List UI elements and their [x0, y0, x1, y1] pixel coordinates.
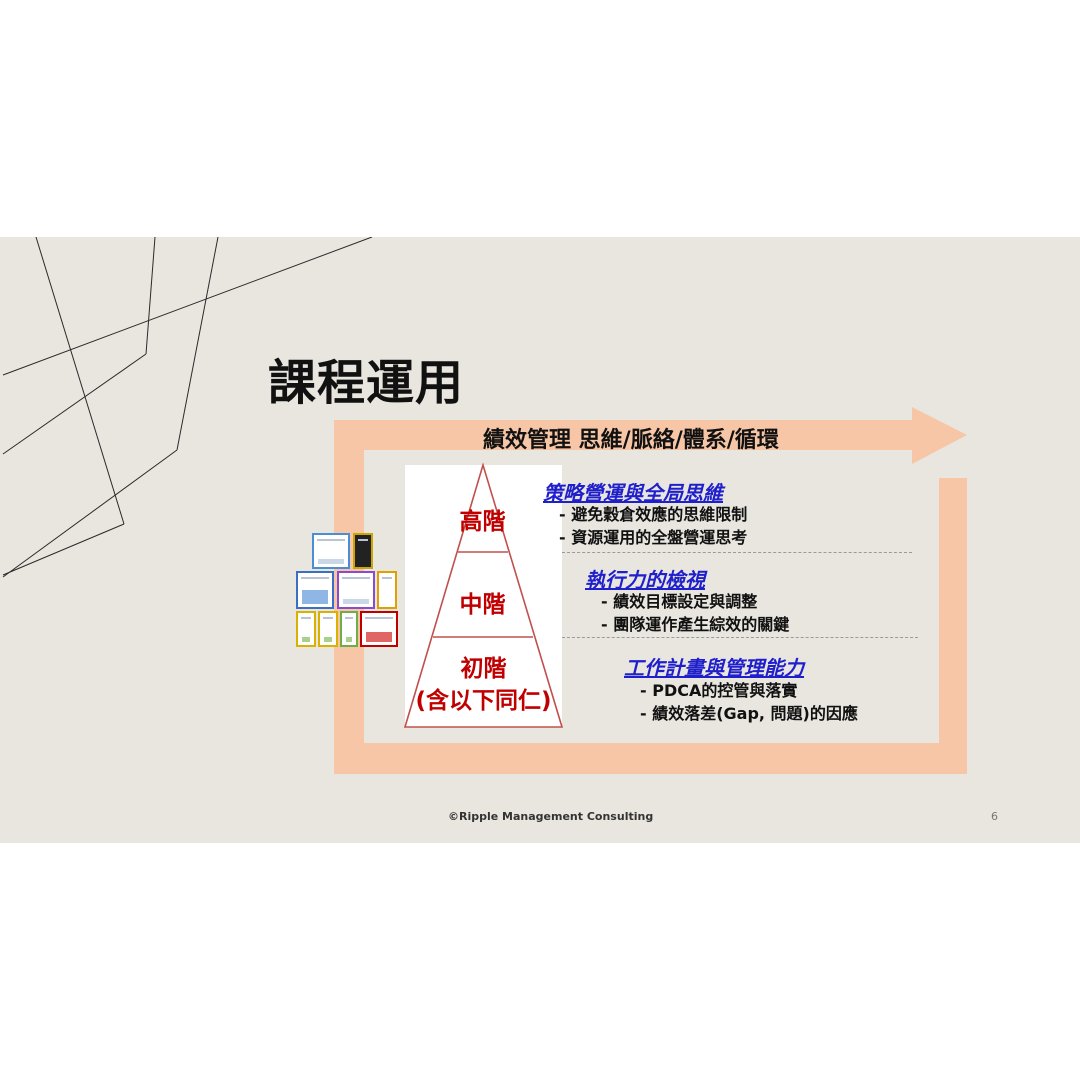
- level-mid-heading: 執行力的檢視: [585, 568, 705, 592]
- level-mid-bullet: - 績效目標設定與調整: [601, 592, 758, 611]
- level-high-bullet: - 資源運用的全盤營運思考: [559, 528, 748, 547]
- card-deck-image: [296, 533, 400, 651]
- footer-copyright: ©Ripple Management Consulting: [448, 810, 654, 823]
- level-high-label: 高階: [459, 509, 506, 535]
- decorative-lines: [2, 237, 373, 578]
- divider-mid-entry: [562, 637, 918, 638]
- level-entry-label-line1: 初階: [460, 656, 507, 682]
- slide-title: 課程運用: [268, 355, 465, 411]
- banner-text: 績效管理 思維/脈絡/體系/循環: [483, 428, 779, 453]
- level-high-bullet: - 避免穀倉效應的思維限制: [559, 505, 748, 524]
- level-entry-label-line2: (含以下同仁): [415, 688, 552, 714]
- level-entry-heading: 工作計畫與管理能力: [624, 656, 804, 680]
- pyramid: [403, 462, 564, 728]
- level-high-heading: 策略營運與全局思維: [543, 481, 723, 505]
- level-entry-label: 初階 (含以下同仁): [405, 653, 562, 717]
- slide: 課程運用 績效管理 思維/脈絡/體系/循環 高階 中階 初階 (含以下同仁) 策…: [0, 237, 1080, 843]
- level-entry-bullet: - 績效落差(Gap, 問題)的因應: [640, 704, 858, 723]
- level-mid-label: 中階: [459, 592, 506, 618]
- level-mid-bullet: - 團隊運作產生綜效的關鍵: [601, 615, 790, 634]
- level-entry-bullet: - PDCA的控管與落實: [640, 681, 798, 700]
- page-number: 6: [991, 810, 998, 823]
- pyramid-panel: [405, 465, 562, 727]
- cycle-loop-arrow: [334, 407, 967, 774]
- divider-high-mid: [562, 552, 912, 553]
